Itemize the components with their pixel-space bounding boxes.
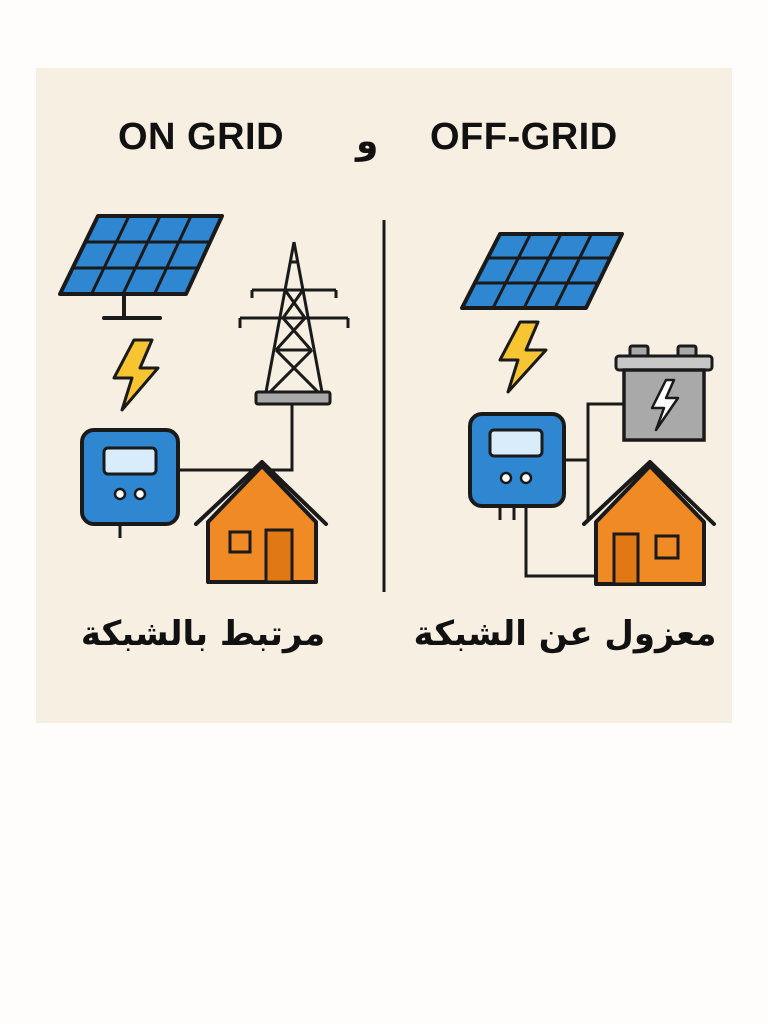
on-grid-wiring xyxy=(178,404,294,472)
solar-panel-icon xyxy=(58,214,224,320)
house-icon xyxy=(194,460,328,584)
inverter-icon xyxy=(468,412,566,520)
on-grid-title: ON GRID xyxy=(118,116,285,158)
off-grid-arabic-label: معزول عن الشبكة xyxy=(413,614,717,654)
lightning-icon xyxy=(498,320,548,394)
lightning-icon xyxy=(112,338,160,412)
off-grid-title: OFF-GRID xyxy=(430,116,618,158)
on-grid-arabic-label: مرتبط بالشبكة xyxy=(80,614,326,654)
house-icon xyxy=(582,460,716,586)
solar-panel-icon xyxy=(460,232,624,310)
battery-icon xyxy=(614,344,714,442)
inverter-icon xyxy=(80,428,180,538)
off-grid-wiring xyxy=(524,402,624,578)
transmission-tower-icon xyxy=(238,241,350,406)
and-connector: و xyxy=(356,121,379,162)
